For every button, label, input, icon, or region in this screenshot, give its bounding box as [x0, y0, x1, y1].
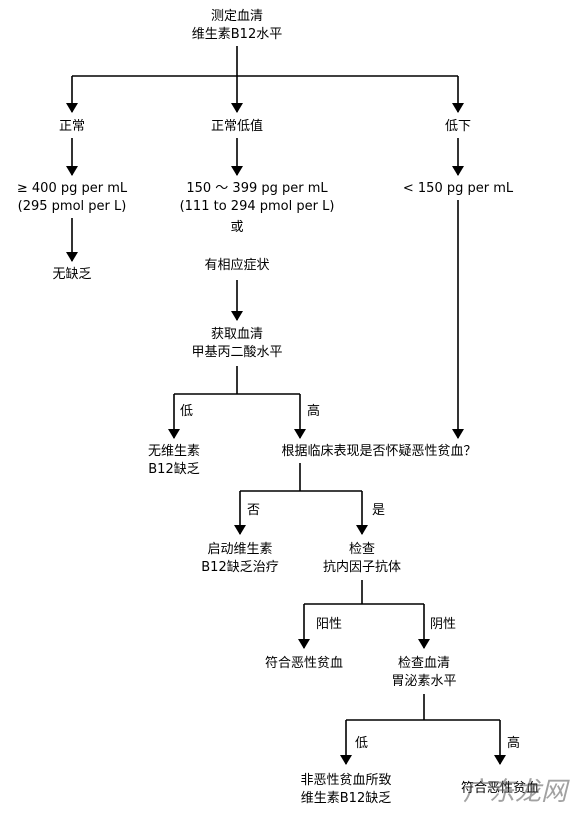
node-start-treatment: 启动维生素 B12缺乏治疗	[201, 542, 279, 575]
node-no-deficiency: 无缺乏	[52, 267, 92, 282]
node-suspect-pa: 根据临床表现是否怀疑恶性贫血？	[281, 444, 477, 459]
node-get-mma: 获取血清 甲基丙二酸水平	[191, 327, 283, 360]
node-symptomatic: 有相应症状	[204, 258, 270, 273]
node-no-b12-deficiency: 无维生素 B12缺乏	[147, 444, 200, 477]
node-check-antibody: 检查 抗内因子抗体	[322, 542, 401, 575]
node-normal: 正常	[58, 119, 85, 134]
node-measure-b12: 测定血清 维生素B12水平	[191, 9, 283, 42]
edge-label-gastrin-high: 高	[507, 736, 521, 751]
watermark-logo: 广东龙网	[462, 777, 567, 807]
node-or: 或	[230, 220, 244, 235]
node-check-gastrin: 检查血清 胃泌素水平	[391, 656, 457, 689]
node-consistent-pa: 符合恶性贫血	[264, 656, 343, 671]
edge-label-antibody-pos: 阳性	[316, 617, 343, 632]
edge-label-mma-high: 高	[307, 404, 321, 419]
node-borderline: 正常低值	[210, 119, 263, 134]
node-borderline-range: 150 ～ 399 pg per mL (111 to 294 pmol per…	[179, 181, 335, 214]
node-non-pa-deficiency: 非恶性贫血所致 维生素B12缺乏	[300, 773, 392, 806]
edge-label-suspect-yes: 是	[372, 503, 386, 518]
edge-label-mma-low: 低	[180, 404, 194, 419]
edge-label-suspect-no: 否	[247, 503, 261, 518]
node-normal-range: ≥ 400 pg per mL (295 pmol per L)	[16, 181, 128, 214]
node-consistent-pa-2: 符合恶性贫血	[460, 781, 539, 796]
node-low-range: < 150 pg per mL	[402, 181, 514, 196]
node-low: 低下	[444, 119, 471, 134]
edge-label-gastrin-low: 低	[355, 736, 369, 751]
edge-label-antibody-neg: 阴性	[430, 617, 457, 632]
